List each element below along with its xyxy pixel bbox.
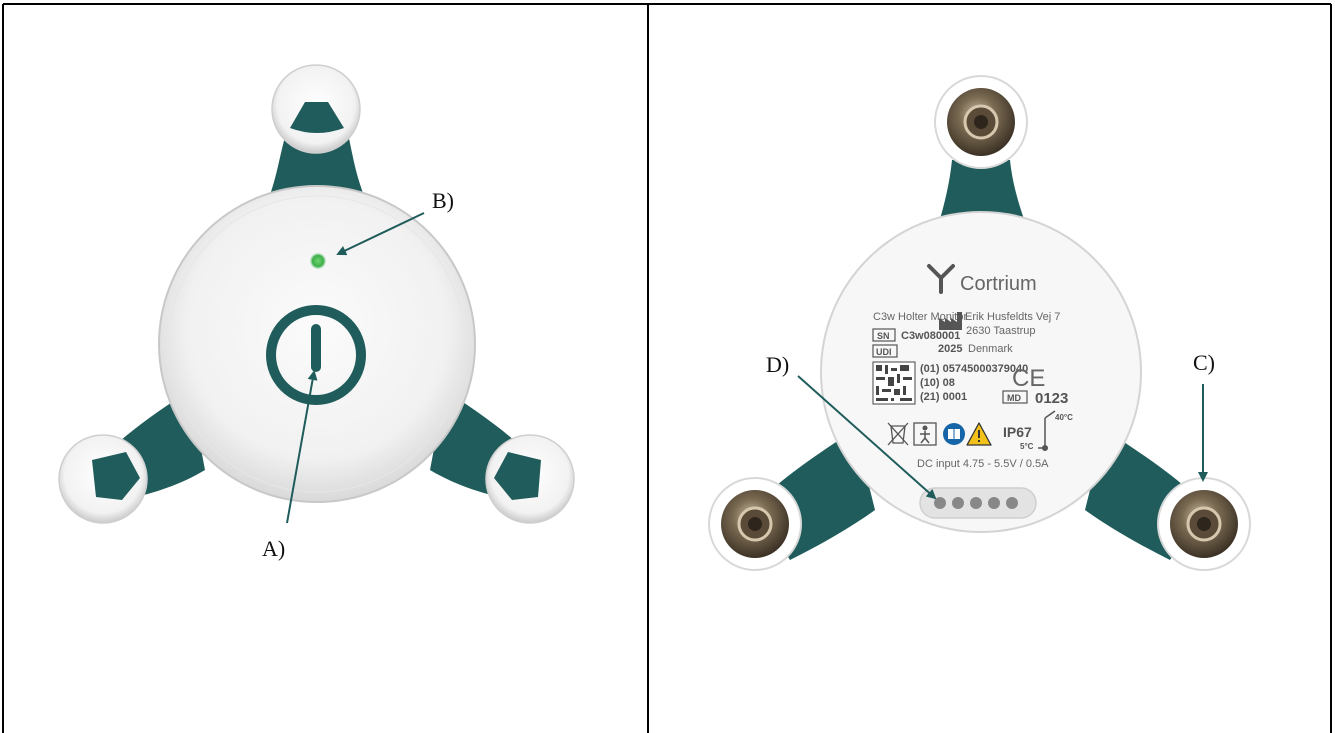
- manufacture-year: 2025: [938, 343, 962, 355]
- snap-top: [934, 75, 1028, 169]
- pad-left-teal: [92, 452, 140, 500]
- device-back-view: Cortrium C3w Holter Monitor Erik Husfeld…: [708, 75, 1251, 571]
- sn-box: SN: [877, 331, 890, 341]
- cortrium-logo-icon: [927, 264, 955, 294]
- notified-body-number: 0123: [1035, 390, 1068, 407]
- pad-top-teal: [290, 102, 344, 133]
- brand-name: Cortrium: [960, 273, 1037, 295]
- callout-d: D): [766, 352, 789, 377]
- device-front-view: B) A): [58, 64, 575, 561]
- charging-connector: [919, 487, 1037, 519]
- ip-rating: IP67: [1003, 424, 1032, 440]
- ce-mark: CE: [1012, 365, 1045, 392]
- serial-number: C3w080001: [901, 330, 960, 342]
- instructions-icon: [943, 423, 965, 445]
- weee-bin-icon: [887, 422, 909, 446]
- snap-right: [1157, 477, 1251, 571]
- udi-line2: (10) 08: [920, 377, 955, 389]
- arrow-b: [336, 212, 425, 256]
- md-box: MD: [1007, 393, 1021, 403]
- address-line1: Erik Husfeldts Vej 7: [965, 311, 1060, 323]
- callout-b: B): [432, 188, 454, 213]
- callout-c: C): [1193, 350, 1215, 375]
- country: Denmark: [968, 343, 1013, 355]
- pad-right-teal: [494, 452, 541, 500]
- address-line2: 2630 Taastrup: [966, 325, 1036, 337]
- table-border: [2, 3, 1332, 733]
- datamatrix-icon: [872, 361, 916, 405]
- udi-line1: (01) 05745000379040: [920, 363, 1028, 375]
- device-back-body: [820, 211, 1142, 533]
- temp-max: 40°C: [1055, 413, 1073, 422]
- udi-box: UDI: [876, 347, 892, 357]
- manufacturer-icon: [939, 312, 962, 330]
- warning-icon: [966, 422, 992, 446]
- dc-input: DC input 4.75 - 5.5V / 0.5A: [917, 458, 1049, 470]
- model-name: C3w Holter Monitor: [873, 311, 967, 323]
- snap-left: [708, 477, 802, 571]
- temp-min: 5°C: [1020, 442, 1034, 451]
- arrow-d: [797, 375, 937, 500]
- status-led: [310, 253, 326, 269]
- power-button-icon: [266, 305, 366, 405]
- applied-part-icon: [913, 422, 937, 446]
- arrow-a: [286, 370, 318, 524]
- udi-line3: (21) 0001: [920, 391, 967, 403]
- callout-a: A): [262, 536, 285, 561]
- temperature-limit-icon: [1038, 410, 1056, 451]
